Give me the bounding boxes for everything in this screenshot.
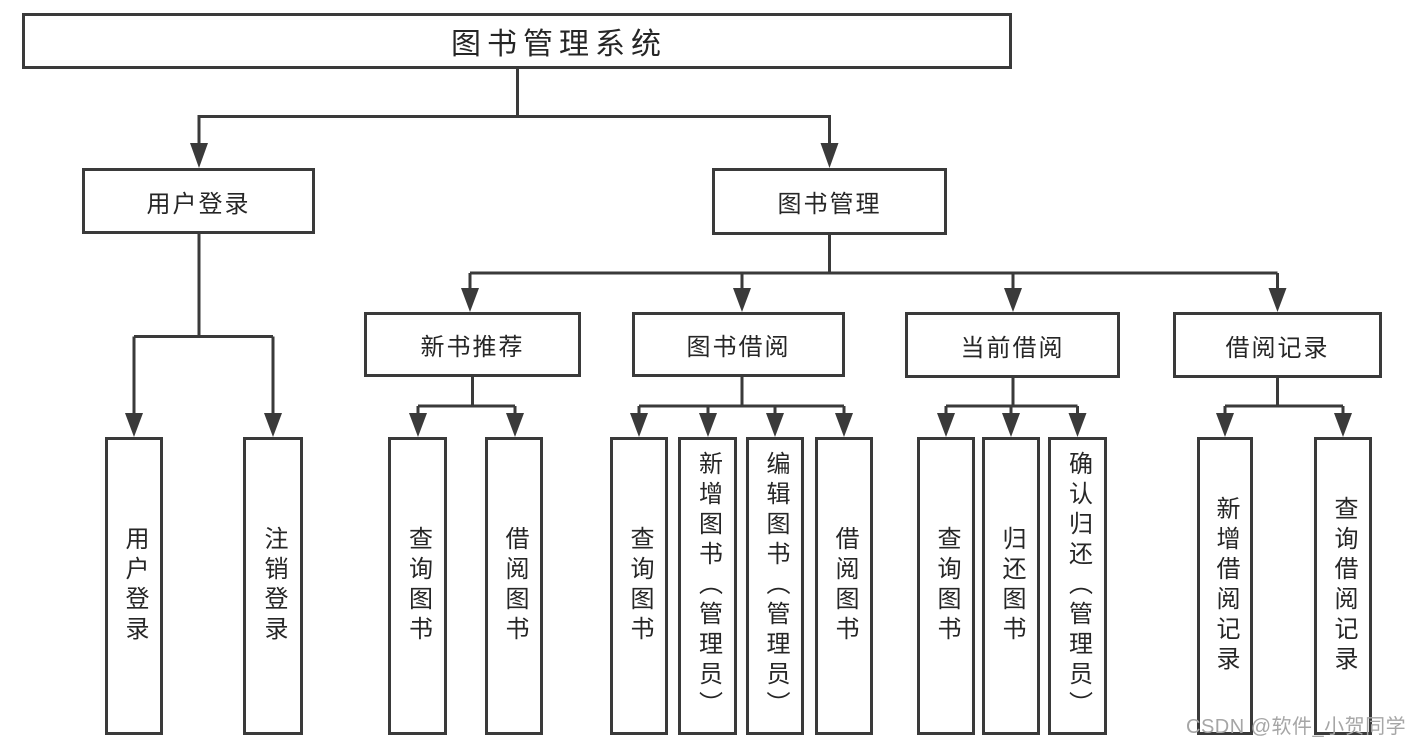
arrowhead-down-icon (461, 288, 479, 312)
leaf-add-borrow-record: 新增借阅记录 (1197, 437, 1253, 735)
leaf-borrow-books: 借阅图书 (815, 437, 873, 735)
leaf-logout: 注销登录 (243, 437, 303, 735)
arrowhead-down-icon (766, 413, 784, 437)
leaf-search-books-rec: 查询图书 (388, 437, 447, 735)
node-label: 查询图书 (626, 526, 653, 646)
leaf-add-books-admin: 新增图书（管理员） (678, 437, 737, 735)
connector-current-borrow-to-leaves (944, 377, 1079, 416)
node-book-borrow: 图书借阅 (632, 312, 845, 377)
arrowhead-down-icon (409, 413, 427, 437)
arrowhead-down-icon (699, 413, 717, 437)
node-label: 图书管理系统 (451, 28, 667, 61)
node-label: 用户登录 (121, 526, 148, 646)
connector-user-login-to-leaves (132, 234, 275, 416)
connector-borrow-records-to-leaves (1223, 378, 1345, 416)
arrowhead-down-icon (733, 288, 751, 312)
arrowhead-down-icon (190, 143, 208, 168)
node-book-mgmt: 图书管理 (712, 168, 947, 235)
node-label: 查询图书 (404, 526, 432, 646)
node-borrow-records: 借阅记录 (1173, 312, 1382, 378)
leaf-edit-books-admin: 编辑图书（管理员） (746, 437, 804, 735)
arrowhead-down-icon (937, 413, 955, 437)
arrowhead-down-icon (1068, 413, 1087, 437)
arrowhead-down-icon (264, 413, 282, 437)
arrowhead-down-icon (1002, 413, 1020, 437)
node-label: 借阅图书 (831, 526, 858, 646)
arrowhead-down-icon (1004, 288, 1022, 312)
connector-book-borrow-to-leaves (637, 377, 846, 416)
connector-book-mgmt-to-level3 (468, 235, 1279, 292)
arrowhead-down-icon (1268, 288, 1287, 312)
leaf-search-books-borrow: 查询图书 (610, 437, 668, 735)
node-label: 查询图书 (933, 526, 960, 646)
arrowhead-down-icon (506, 413, 524, 437)
node-label: 借阅记录 (1225, 334, 1330, 362)
arrowhead-down-icon (125, 413, 143, 437)
node-label: 归还图书 (998, 526, 1025, 646)
node-user-login: 用户登录 (82, 168, 315, 234)
csdn-watermark: CSDN @软件_小贺同学 (1186, 716, 1405, 738)
arrowhead-down-icon (630, 413, 648, 437)
node-label: 新增借阅记录 (1212, 496, 1239, 676)
node-label: 新增图书（管理员） (694, 451, 722, 721)
arrowhead-down-icon (835, 413, 853, 437)
node-label: 新书推荐 (420, 334, 525, 361)
connector-root-to-level2 (197, 69, 831, 147)
arrowhead-down-icon (1334, 413, 1352, 437)
leaf-search-borrow-record: 查询借阅记录 (1314, 437, 1372, 735)
leaf-confirm-return-admin: 确认归还（管理员） (1048, 437, 1107, 735)
node-label: 注销登录 (260, 526, 287, 646)
node-label: 查询借阅记录 (1330, 496, 1357, 676)
node-new-book-rec: 新书推荐 (364, 312, 581, 377)
node-label: 确认归还（管理员） (1064, 451, 1092, 721)
leaf-borrow-books-rec: 借阅图书 (485, 437, 543, 735)
arrowhead-down-icon (1216, 413, 1234, 437)
node-label: 图书借阅 (686, 334, 791, 361)
node-label: 用户登录 (146, 190, 251, 218)
arrowhead-down-icon (820, 143, 839, 168)
node-label: 当前借阅 (960, 334, 1065, 362)
leaf-user-login: 用户登录 (105, 437, 163, 735)
node-current-borrow: 当前借阅 (905, 312, 1120, 378)
connector-new-book-rec-to-leaves (416, 377, 517, 416)
leaf-return-books: 归还图书 (982, 437, 1040, 735)
leaf-search-books-current: 查询图书 (917, 437, 975, 735)
node-label: 编辑图书（管理员） (762, 451, 789, 721)
node-label: 借阅图书 (501, 526, 528, 646)
node-root-system: 图书管理系统 (22, 13, 1012, 69)
node-label: 图书管理 (777, 191, 882, 218)
